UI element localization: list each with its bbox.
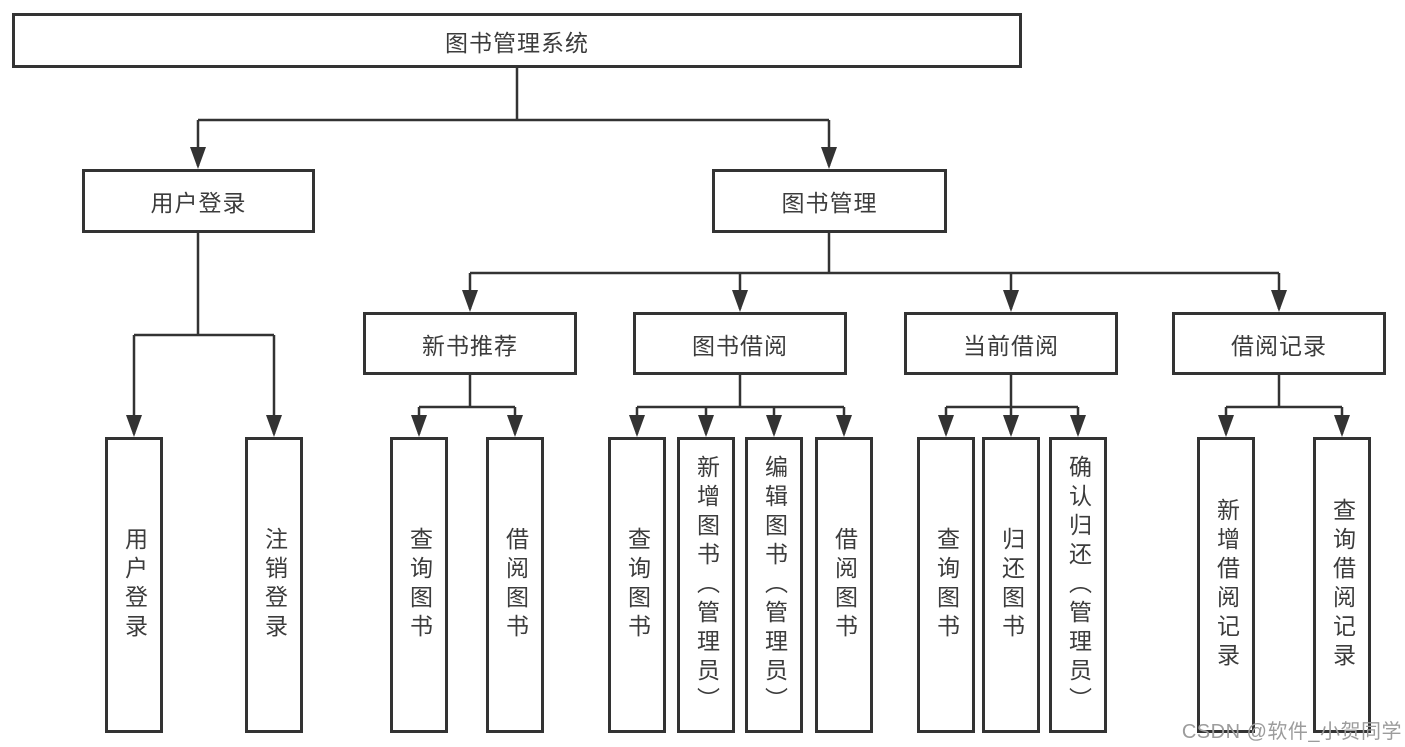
leaf-borrow-books-recommend: 借阅图书: [486, 437, 544, 733]
leaf-query-books-borrow: 查询图书: [608, 437, 666, 733]
node-book-management: 图书管理: [712, 169, 947, 233]
leaf-edit-book-admin: 编辑图书（管理员）: [745, 437, 803, 733]
leaf-borrow-books-recommend-label: 借阅图书: [502, 527, 529, 643]
leaf-logout: 注销登录: [245, 437, 303, 733]
leaf-user-login: 用户登录: [105, 437, 163, 733]
node-root: 图书管理系统: [12, 13, 1022, 68]
leaf-confirm-return-admin-label: 确认归还（管理员）: [1065, 454, 1092, 716]
node-book-borrow: 图书借阅: [633, 312, 847, 375]
node-borrow-records: 借阅记录: [1172, 312, 1386, 375]
leaf-add-borrow-record-label: 新增借阅记录: [1213, 498, 1240, 672]
tree-edges: [132, 68, 1344, 434]
leaf-query-books-recommend-label: 查询图书: [406, 527, 433, 643]
node-book-borrow-label: 图书借阅: [692, 332, 788, 359]
leaf-add-borrow-record: 新增借阅记录: [1197, 437, 1255, 733]
leaf-query-borrow-record: 查询借阅记录: [1313, 437, 1371, 733]
leaf-return-book: 归还图书: [982, 437, 1040, 733]
node-book-management-label: 图书管理: [781, 190, 878, 216]
leaf-user-login-label: 用户登录: [121, 527, 148, 643]
leaf-return-book-label: 归还图书: [998, 527, 1025, 643]
leaf-query-books-current: 查询图书: [917, 437, 975, 733]
leaf-edit-book-admin-label: 编辑图书（管理员）: [761, 454, 788, 716]
leaf-add-book-admin-label: 新增图书（管理员）: [693, 454, 720, 716]
leaf-query-borrow-record-label: 查询借阅记录: [1329, 498, 1356, 672]
leaf-query-books-recommend: 查询图书: [390, 437, 448, 733]
node-current-borrow-label: 当前借阅: [963, 332, 1059, 359]
node-new-book-recommend: 新书推荐: [363, 312, 577, 375]
leaf-query-books-current-label: 查询图书: [933, 527, 960, 643]
leaf-borrow-books-label: 借阅图书: [831, 527, 858, 643]
node-new-book-recommend-label: 新书推荐: [422, 332, 518, 359]
node-root-label: 图书管理系统: [445, 29, 589, 56]
node-borrow-records-label: 借阅记录: [1231, 332, 1327, 359]
leaf-confirm-return-admin: 确认归还（管理员）: [1049, 437, 1107, 733]
node-user-login: 用户登录: [82, 169, 315, 233]
node-user-login-label: 用户登录: [150, 190, 247, 216]
node-current-borrow: 当前借阅: [904, 312, 1118, 375]
leaf-borrow-books: 借阅图书: [815, 437, 873, 733]
leaf-logout-label: 注销登录: [261, 527, 288, 643]
leaf-query-books-borrow-label: 查询图书: [624, 527, 651, 643]
csdn-watermark: CSDN @软件_小贺同学: [1181, 721, 1402, 743]
leaf-add-book-admin: 新增图书（管理员）: [677, 437, 735, 733]
